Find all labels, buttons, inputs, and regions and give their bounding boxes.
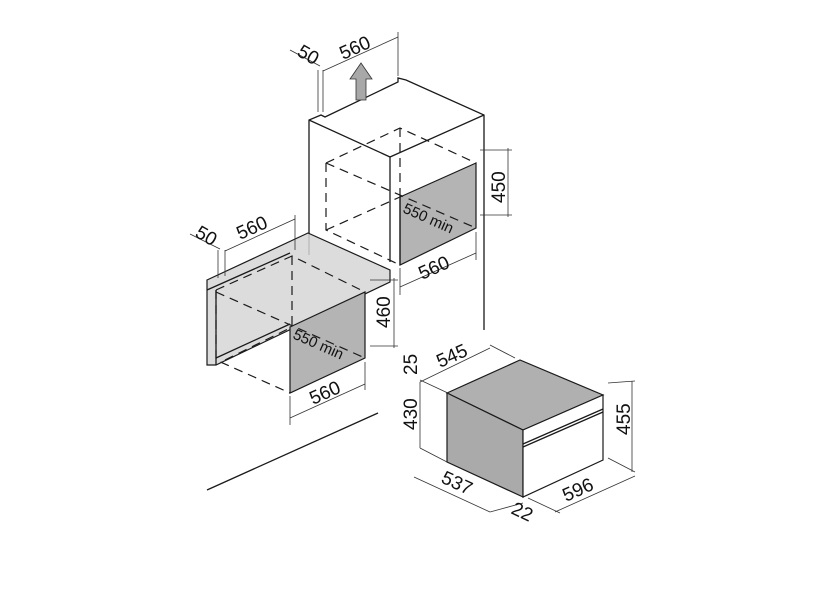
appliance-front-thickness-label: 22 bbox=[508, 498, 536, 526]
upper-height-label: 450 bbox=[489, 171, 510, 203]
appliance-top-depth-label: 545 bbox=[433, 340, 471, 372]
dimension-lines bbox=[189, 32, 636, 514]
appliance-front-width-label: 596 bbox=[559, 474, 597, 506]
lower-width-top-label: 560 bbox=[233, 212, 271, 244]
up-arrow-icon bbox=[349, 62, 373, 101]
upper-width-top-label: 560 bbox=[336, 32, 374, 64]
upper-width-bottom-label: 560 bbox=[415, 252, 453, 284]
lower-niche-panel bbox=[289, 291, 366, 394]
appliance-front-height-label: 455 bbox=[614, 403, 635, 435]
appliance bbox=[445, 359, 605, 498]
appliance-top-gap-label: 25 bbox=[401, 354, 422, 375]
upper-cabinet bbox=[308, 77, 485, 330]
appliance-body-height-label: 430 bbox=[401, 398, 422, 430]
upper-depth-gap-label: 50 bbox=[294, 41, 323, 70]
lower-slab bbox=[206, 232, 391, 366]
lower-cabinet bbox=[206, 232, 391, 394]
wall-line bbox=[206, 412, 379, 491]
lower-height-label: 460 bbox=[374, 296, 395, 328]
